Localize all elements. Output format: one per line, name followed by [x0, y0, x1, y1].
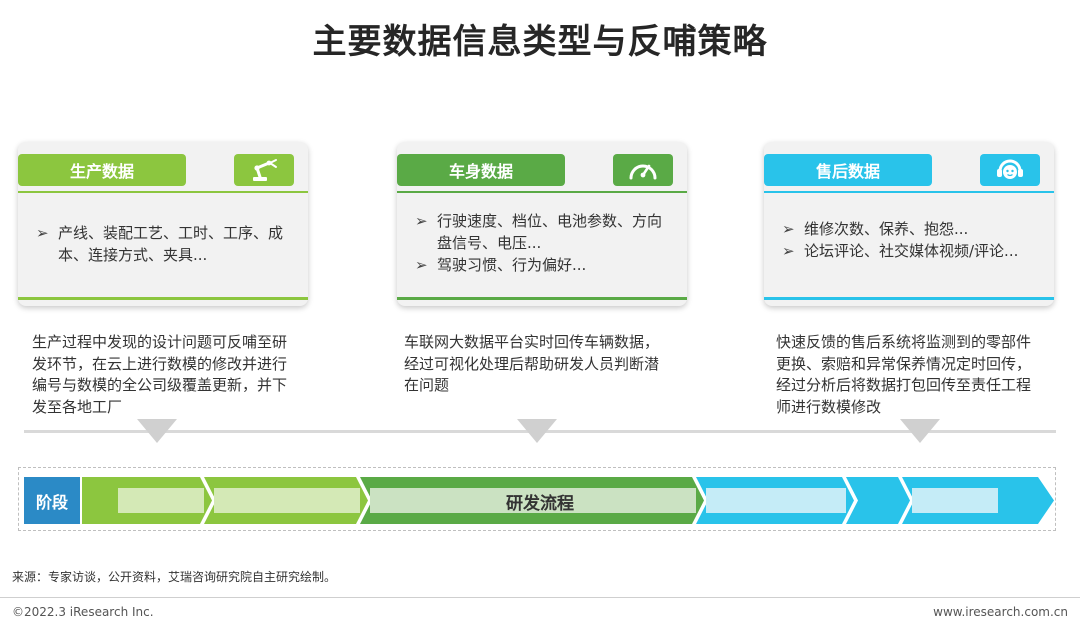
- speedometer-icon: [613, 154, 673, 186]
- flow-segment-5: [846, 477, 910, 524]
- triangle-marker-icon: [900, 419, 940, 443]
- description-production: 生产过程中发现的设计问题可反哺至研发环节，在云上进行数模的修改并进行编号与数模的…: [32, 333, 288, 416]
- card-label-vehicle: 车身数据: [397, 154, 565, 186]
- card-vehicle-data: 车身数据 ➢ 行驶速度、档位、电池参数、方向盘信号、电压... ➢ 驾驶习惯、行…: [397, 142, 687, 306]
- flow-inner-4: [706, 488, 846, 513]
- flow-inner-3: [370, 488, 696, 513]
- robot-arm-icon: [234, 154, 294, 186]
- bullet-arrow-icon: ➢: [415, 212, 428, 230]
- flow-inner-1: [118, 488, 204, 513]
- bullet-arrow-icon: ➢: [36, 224, 49, 242]
- card-bullets: ➢ 维修次数、保养、抱怨... ➢ 论坛评论、社交媒体视频/评论...: [782, 218, 1040, 262]
- card-divider: [764, 297, 1054, 300]
- triangle-marker-icon: [137, 419, 177, 443]
- card-bullets: ➢ 行驶速度、档位、电池参数、方向盘信号、电压... ➢ 驾驶习惯、行为偏好..…: [415, 210, 673, 276]
- list-item: ➢ 维修次数、保养、抱怨...: [782, 220, 969, 238]
- flow-container: [18, 467, 1056, 531]
- bullet-arrow-icon: ➢: [782, 242, 795, 260]
- bullet-arrow-icon: ➢: [782, 220, 795, 238]
- copyright: ©2022.3 iResearch Inc.: [12, 605, 154, 619]
- source-note: 来源：专家访谈，公开资料，艾瑞咨询研究院自主研究绘制。: [12, 570, 337, 584]
- list-item: ➢ 行驶速度、档位、电池参数、方向盘信号、电压...: [415, 212, 663, 252]
- description-aftersales: 快速反馈的售后系统将监测到的零部件更换、索赔和异常保养情况定时回传，经过分析后将…: [776, 333, 1032, 416]
- list-item: ➢ 产线、装配工艺、工时、工序、成本、连接方式、夹具...: [36, 224, 284, 264]
- stage-label: 阶段: [24, 477, 80, 524]
- card-divider: [18, 191, 308, 193]
- description-vehicle: 车联网大数据平台实时回传车辆数据，经过可视化处理后帮助研发人员判断潜在问题: [404, 333, 660, 394]
- flow-inner-2: [214, 488, 360, 513]
- card-bullets: ➢ 产线、装配工艺、工时、工序、成本、连接方式、夹具...: [36, 222, 294, 266]
- list-item: ➢ 驾驶习惯、行为偏好...: [415, 256, 587, 274]
- process-label: 研发流程: [506, 494, 574, 514]
- list-item: ➢ 论坛评论、社交媒体视频/评论...: [782, 242, 1019, 260]
- footer-divider: [0, 597, 1080, 598]
- page-title: 主要数据信息类型与反哺策略: [312, 22, 768, 62]
- bullet-arrow-icon: ➢: [415, 256, 428, 274]
- card-production-data: 生产数据 ➢ 产线、装配工艺、工时、工序、成本、连接方式、夹具...: [18, 142, 308, 306]
- website-link[interactable]: www.iresearch.com.cn: [933, 605, 1068, 619]
- customer-service-icon: [980, 154, 1040, 186]
- card-divider: [397, 297, 687, 300]
- flow-inner-6: [912, 488, 998, 513]
- card-divider: [18, 297, 308, 300]
- card-label-production: 生产数据: [18, 154, 186, 186]
- card-label-aftersales: 售后数据: [764, 154, 932, 186]
- card-divider: [397, 191, 687, 193]
- card-aftersales-data: 售后数据 ➢ 维修次数、保养、抱怨... ➢ 论坛评论、社交媒体视频/评论...: [764, 142, 1054, 306]
- card-divider: [764, 191, 1054, 193]
- triangle-marker-icon: [517, 419, 557, 443]
